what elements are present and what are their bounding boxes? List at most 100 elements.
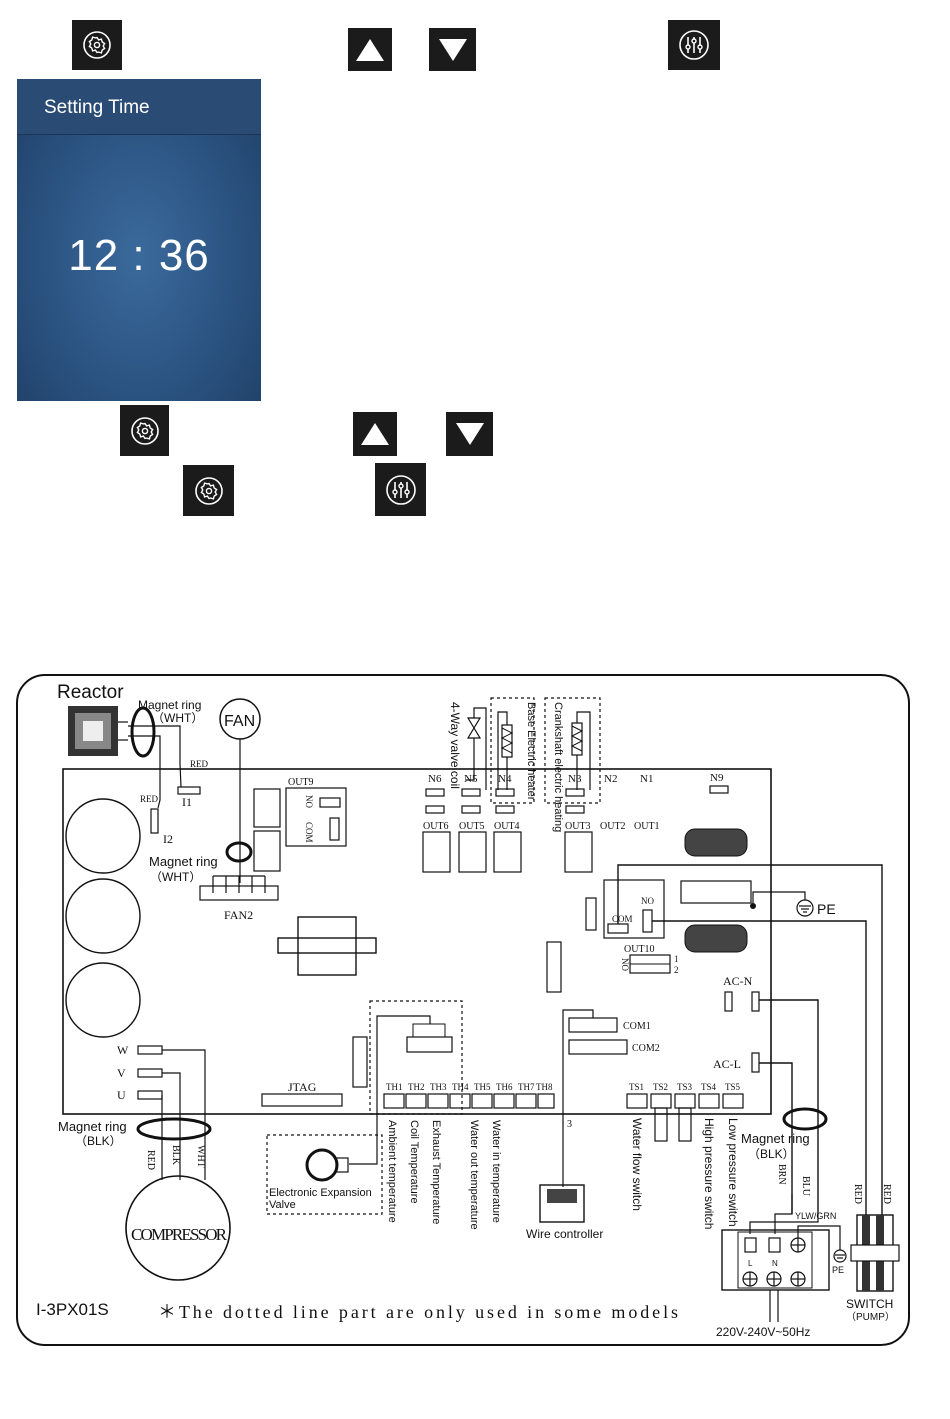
- water-flow-label: Water flow switch: [630, 1118, 644, 1211]
- fan2-connector: [199, 875, 279, 901]
- magnet-ring-right-icon: [782, 1107, 828, 1131]
- control-board: [62, 768, 772, 1115]
- ac-n-label: AC-N: [723, 974, 753, 988]
- out1-label: OUT1: [634, 821, 660, 832]
- v-label: V: [117, 1066, 126, 1080]
- blk-wire-label: BLK: [170, 1145, 181, 1166]
- pe-ground-icon: [796, 899, 814, 917]
- wht-top-label: （WHT）: [152, 711, 203, 725]
- magnet-ring-top-icon: [130, 706, 156, 758]
- ac-l-label: AC-L: [713, 1057, 741, 1071]
- wire-controller-icon: [539, 1184, 585, 1223]
- down-button-mid[interactable]: [446, 412, 493, 456]
- coil-component-bottom: [684, 924, 748, 953]
- out9-no-label: NO: [304, 795, 314, 808]
- n3-label: N3: [568, 773, 582, 785]
- blk-right-label: （BLK）: [748, 1147, 795, 1161]
- n-label: N: [772, 1259, 778, 1268]
- coil-component-top: [684, 828, 748, 857]
- ts2-label: TS2: [653, 1082, 668, 1092]
- out10-label: OUT10: [624, 944, 655, 955]
- base-heater-label: Base Electric heater: [525, 702, 537, 801]
- settings-button-bottom[interactable]: [183, 465, 234, 516]
- model-label: I-3PX01S: [36, 1300, 109, 1319]
- high-pressure-label: High pressure switch: [702, 1118, 716, 1229]
- down-button-top[interactable]: [429, 28, 476, 71]
- diagram-frame: [16, 674, 910, 1346]
- capacitor-2: [65, 878, 141, 954]
- th3-label: TH3: [430, 1082, 447, 1092]
- red-sw2-label: RED: [881, 1184, 892, 1204]
- pe-right-label: PE: [817, 901, 836, 917]
- settings-button-top[interactable]: [72, 20, 122, 70]
- blu-label: BLU: [800, 1176, 811, 1197]
- reactor-icon: [68, 706, 118, 756]
- out4-label: OUT4: [494, 821, 520, 832]
- pump-label: （PUMP）: [846, 1311, 895, 1323]
- u-label: U: [117, 1088, 126, 1102]
- out2-label: OUT2: [600, 821, 626, 832]
- up-button-top[interactable]: [348, 28, 392, 71]
- ylw-grn-label: YLW/GRN: [795, 1211, 836, 1221]
- com1-label: COM1: [623, 1021, 651, 1032]
- brn-label: BRN: [776, 1164, 787, 1185]
- th4-label: TH4: [452, 1082, 469, 1092]
- out9-relay: [285, 787, 347, 847]
- wiring-diagram: Reactor Magnet ring （WHT） RED I1 RED I2 …: [16, 674, 910, 1346]
- pin1-label: 1: [674, 954, 679, 964]
- adjust-button-top[interactable]: [668, 20, 720, 70]
- out9-com-label: COM: [304, 822, 314, 843]
- wire-three-label: 3: [567, 1119, 572, 1130]
- gear-icon: [194, 476, 223, 505]
- adjust-button-bottom[interactable]: [375, 463, 426, 516]
- th8-label: TH8: [536, 1082, 553, 1092]
- th6-label: TH6: [496, 1082, 513, 1092]
- power-terminal-block: [721, 1229, 830, 1291]
- switch-label: SWITCH: [846, 1297, 893, 1311]
- settings-button-mid[interactable]: [120, 405, 169, 456]
- out5-label: OUT5: [459, 821, 485, 832]
- reactor-label: Reactor: [57, 682, 124, 703]
- capacitor-3: [65, 962, 141, 1038]
- down-arrow-icon: [455, 423, 484, 445]
- ts5-label: TS5: [725, 1082, 741, 1092]
- no-small-label: NO: [620, 958, 630, 971]
- out6-label: OUT6: [423, 821, 449, 832]
- setting-time-screen: Setting Time 12 : 36: [17, 79, 261, 401]
- magnet-ring-top-label: Magnet ring: [138, 698, 201, 712]
- power-label: 220V-240V~50Hz: [716, 1325, 810, 1339]
- ts4-label: TS4: [701, 1082, 717, 1092]
- fan2-label: FAN2: [224, 908, 253, 922]
- n6-label: N6: [428, 773, 442, 785]
- wht-wire-label: WHT: [195, 1145, 206, 1168]
- up-button-mid[interactable]: [353, 412, 397, 456]
- water-in-label: Water in temperature: [490, 1120, 502, 1223]
- w-label: W: [117, 1043, 129, 1057]
- n2-label: N2: [604, 773, 617, 785]
- jtag-label: JTAG: [288, 1080, 317, 1094]
- th1-label: TH1: [386, 1082, 403, 1092]
- valve-icon: [466, 717, 482, 739]
- magnet-ring-fan-label: Magnet ring: [149, 854, 218, 869]
- ambient-label: Ambient temperature: [386, 1120, 398, 1223]
- blk-comp-label: （BLK）: [75, 1134, 122, 1148]
- up-arrow-icon: [356, 38, 384, 61]
- red-sw1-label: RED: [852, 1184, 863, 1204]
- i1-label: I1: [182, 795, 192, 809]
- red-top-label: RED: [190, 759, 209, 769]
- i2-label: I2: [163, 832, 173, 846]
- crankshaft-heater-label: Crankshaft electric heating: [552, 702, 564, 832]
- com2-label: COM2: [632, 1043, 660, 1054]
- four-way-valve-label: 4-Way valve coil: [448, 702, 462, 789]
- eev-icon: [305, 1148, 339, 1182]
- red-comp-label: RED: [145, 1150, 156, 1170]
- out9-label: OUT9: [288, 777, 314, 788]
- sliders-icon: [385, 474, 416, 505]
- time-value[interactable]: 12 : 36: [68, 231, 210, 280]
- out10-no-label: NO: [641, 896, 654, 906]
- pin2-label: 2: [674, 965, 679, 975]
- magnet-ring-comp-icon: [136, 1117, 212, 1141]
- out10-com-label: COM: [612, 914, 633, 924]
- low-pressure-label: Low pressure switch: [726, 1118, 740, 1227]
- water-out-label: Water out temperature: [468, 1120, 480, 1230]
